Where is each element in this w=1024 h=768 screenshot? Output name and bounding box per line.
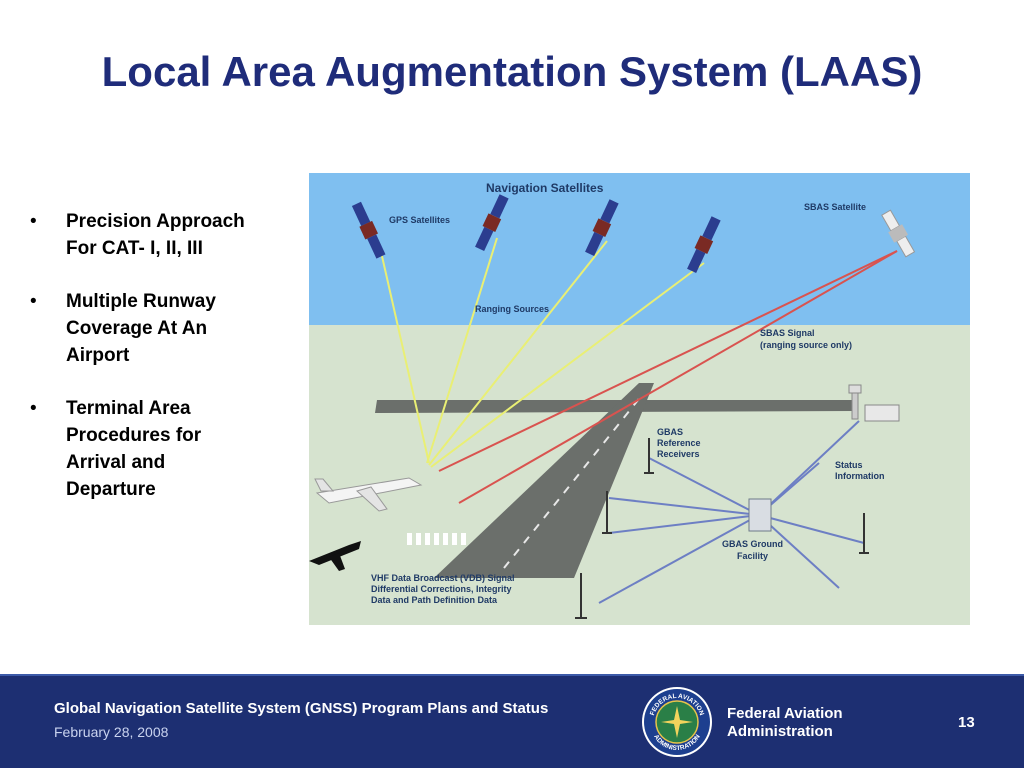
agency-line: Administration — [727, 723, 833, 740]
bullet-line: For CAT- I, II, III — [66, 238, 203, 259]
vdb-antenna-icon — [575, 573, 587, 619]
sky-region — [309, 173, 970, 325]
laas-diagram: Navigation Satellites GPS Satellites SBA… — [309, 173, 970, 625]
footer-date: February 28, 2008 — [54, 724, 169, 740]
label-vdb-signal: Data and Path Definition Data — [371, 595, 498, 605]
footer-band: Global Navigation Satellite System (GNSS… — [0, 674, 1024, 768]
footer-divider — [0, 674, 1024, 676]
ranging-signals — [378, 237, 705, 468]
gbas-ground-facility-icon — [748, 498, 772, 532]
label-gbas-reference: Receivers — [657, 449, 700, 459]
sbas-signal-line — [438, 250, 898, 472]
gps-satellite-icon — [351, 201, 386, 259]
label-gbas-ground-facility: GBAS Ground — [722, 539, 783, 549]
bullet-dot: • — [30, 398, 37, 419]
control-tower-icon — [848, 384, 900, 422]
bullet-line: Coverage At An — [66, 318, 208, 339]
label-ranging-sources: Ranging Sources — [475, 304, 549, 314]
airplane-departing-icon — [309, 541, 361, 571]
label-gps-satellites: GPS Satellites — [389, 215, 450, 225]
sbas-signal-line — [458, 250, 898, 504]
bullet-line: Procedures for — [66, 425, 202, 446]
bullet-line: Arrival and — [66, 452, 166, 473]
footer-program-title: Global Navigation Satellite System (GNSS… — [54, 700, 549, 717]
gbas-reference-receiver-icon — [859, 513, 869, 554]
bullet-line: Precision Approach — [66, 211, 245, 232]
runway-centerline — [503, 394, 643, 569]
agency-line: Federal Aviation — [727, 705, 843, 722]
sbas-satellite-icon — [881, 209, 916, 258]
label-sbas-satellite: SBAS Satellite — [804, 202, 866, 212]
gbas-reference-receiver-icon — [644, 438, 654, 474]
runway-threshold-marks — [407, 533, 466, 545]
gps-satellite-icon — [475, 194, 509, 252]
page-number: 13 — [958, 714, 975, 731]
label-gbas-reference: GBAS — [657, 427, 683, 437]
bullet-dot: • — [30, 291, 37, 312]
bullet-dot: • — [30, 211, 37, 232]
label-gbas-reference: Reference — [657, 438, 701, 448]
slide-title: Local Area Augmentation System (LAAS) — [101, 48, 923, 95]
label-gbas-ground-facility: Facility — [737, 551, 768, 561]
label-navigation-satellites: Navigation Satellites — [486, 181, 604, 195]
label-status-information: Status — [835, 460, 863, 470]
bullet-line: Terminal Area — [66, 398, 191, 419]
vdb-and-status-links — [598, 420, 865, 604]
faa-seal-icon: FEDERAL AVIATION ADMINISTRATION — [642, 687, 712, 757]
label-status-information: Information — [835, 471, 885, 481]
gps-satellite-icon — [585, 199, 619, 257]
runway-main — [434, 383, 654, 578]
gps-satellite-icon — [687, 216, 721, 274]
bullet-line: Multiple Runway — [66, 291, 216, 312]
label-sbas-signal: SBAS Signal — [760, 328, 815, 338]
bullet-line: Departure — [66, 479, 156, 500]
label-vdb-signal: VHF Data Broadcast (VDB) Signal — [371, 573, 515, 583]
label-sbas-signal-note: (ranging source only) — [760, 340, 852, 350]
bullet-line: Airport — [66, 345, 130, 366]
label-vdb-signal: Differential Corrections, Integrity — [371, 584, 512, 594]
gbas-reference-receiver-icon — [602, 491, 612, 534]
airplane-landing-icon — [314, 477, 423, 512]
